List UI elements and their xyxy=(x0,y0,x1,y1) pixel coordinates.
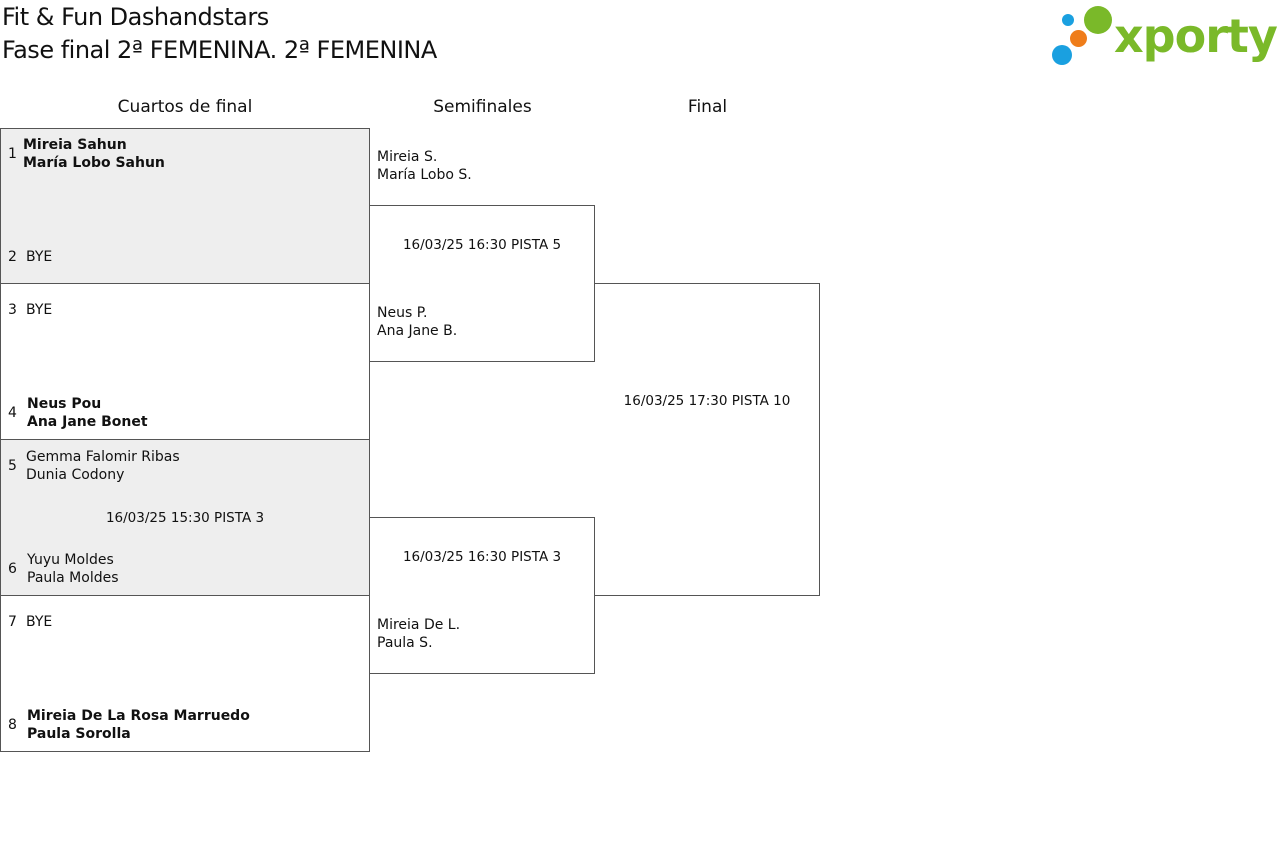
player-name: Mireia S. xyxy=(377,149,438,165)
player-name: Mireia De L. xyxy=(377,617,461,633)
seed-number: 5 xyxy=(8,458,17,474)
player-name: BYE xyxy=(26,249,53,265)
seed-number: 1 xyxy=(8,146,17,162)
player-name: Ana Jane Bonet xyxy=(27,414,148,430)
player-name: Paula Sorolla xyxy=(27,726,131,742)
player-name: Paula Moldes xyxy=(27,570,119,586)
logo-dot-blue-bottom xyxy=(1052,45,1072,65)
player-name: María Lobo Sahun xyxy=(23,155,165,171)
qf-match-3 xyxy=(0,439,370,596)
seed-number: 7 xyxy=(8,614,17,630)
player-name: María Lobo S. xyxy=(377,167,472,183)
seed-number: 2 xyxy=(8,249,17,265)
match-schedule: 16/03/25 15:30 PISTA 3 xyxy=(105,510,265,526)
match-schedule: 16/03/25 16:30 PISTA 5 xyxy=(402,237,562,253)
team-entry[interactable]: Gemma Falomir Ribas Dunia Codony xyxy=(26,448,180,484)
match-schedule: 16/03/25 16:30 PISTA 3 xyxy=(402,549,562,565)
player-name: Neus P. xyxy=(377,305,428,321)
seed-number: 4 xyxy=(8,405,17,421)
final-match xyxy=(594,283,820,596)
seed-number: 3 xyxy=(8,302,17,318)
sf-team-entry[interactable]: Mireia S. María Lobo S. xyxy=(377,148,472,184)
player-name: Dunia Codony xyxy=(26,467,125,483)
match-schedule: 16/03/25 17:30 PISTA 10 xyxy=(623,393,791,409)
seed-number: 6 xyxy=(8,561,17,577)
player-name: Gemma Falomir Ribas xyxy=(26,449,180,465)
logo-dot-orange xyxy=(1070,30,1087,47)
player-name: Mireia De La Rosa Marruedo xyxy=(27,708,250,724)
tournament-title: Fit & Fun Dashandstars xyxy=(2,3,269,31)
logo-dot-green xyxy=(1084,6,1112,34)
team-entry[interactable]: BYE xyxy=(26,613,52,631)
round-head-semifinals: Semifinales xyxy=(433,97,532,117)
seed-number: 8 xyxy=(8,717,17,733)
round-head-final: Final xyxy=(687,97,728,117)
team-entry[interactable]: BYE xyxy=(26,248,52,266)
player-name: BYE xyxy=(26,614,53,630)
player-name: Neus Pou xyxy=(27,396,102,412)
player-name: Ana Jane B. xyxy=(377,323,458,339)
logo-dot-blue-top xyxy=(1062,14,1074,26)
logo-wordmark: xporty xyxy=(1114,9,1278,63)
team-entry[interactable]: Neus Pou Ana Jane Bonet xyxy=(27,395,148,431)
team-entry[interactable]: Yuyu Moldes Paula Moldes xyxy=(27,551,119,587)
team-entry[interactable]: BYE xyxy=(26,301,52,319)
phase-title: Fase final 2ª FEMENINA. 2ª FEMENINA xyxy=(2,36,437,64)
sf-team-entry[interactable]: Neus P. Ana Jane B. xyxy=(377,304,457,340)
qf-match-1 xyxy=(0,128,370,284)
player-name: BYE xyxy=(26,302,53,318)
team-entry[interactable]: Mireia De La Rosa Marruedo Paula Sorolla xyxy=(27,707,250,743)
player-name: Paula S. xyxy=(377,635,433,651)
xporty-logo: xporty xyxy=(1050,4,1278,68)
sf-team-entry[interactable]: Mireia De L. Paula S. xyxy=(377,616,460,652)
round-head-quarterfinals: Cuartos de final xyxy=(117,97,253,117)
team-entry[interactable]: Mireia Sahun María Lobo Sahun xyxy=(23,136,165,172)
player-name: Mireia Sahun xyxy=(23,137,127,153)
player-name: Yuyu Moldes xyxy=(27,552,114,568)
